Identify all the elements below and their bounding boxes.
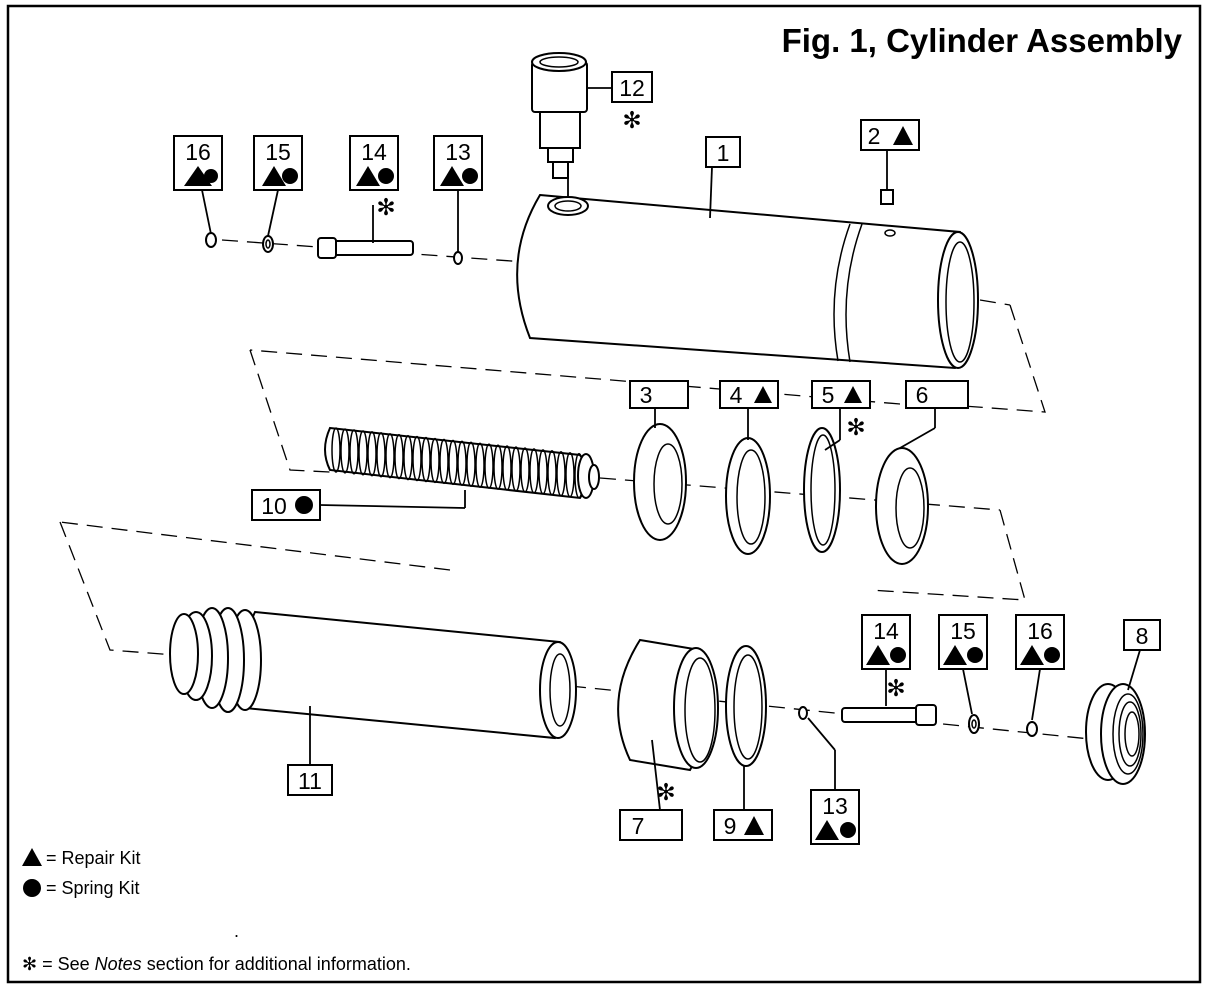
svg-text:4: 4 — [730, 382, 743, 408]
legend: = Repair Kit = Spring Kit . ✻ = See Note… — [22, 848, 411, 974]
ring-part-6 — [875, 408, 936, 565]
callout-9: 9 — [713, 809, 773, 841]
callout-1: 1 — [705, 136, 741, 219]
spring-coil — [358, 430, 368, 476]
svg-text:2: 2 — [868, 123, 881, 149]
ring-part-3 — [633, 408, 687, 541]
ring-part-5 — [803, 408, 841, 553]
spring-kit-circle-icon — [23, 879, 41, 897]
spring-coil — [385, 432, 395, 479]
spring-coil — [556, 451, 566, 497]
top-small-parts — [201, 189, 463, 265]
callout-12: 12 ✻ — [611, 71, 653, 133]
svg-text:13: 13 — [445, 139, 471, 165]
seal-part-9 — [725, 645, 767, 810]
spring-coil — [403, 434, 413, 481]
svg-text:15: 15 — [265, 139, 291, 165]
svg-text:6: 6 — [916, 382, 929, 408]
spring-coil — [466, 441, 476, 487]
spring-coil — [421, 436, 431, 483]
spring-coil — [376, 432, 386, 478]
legend-dot: . — [234, 921, 239, 941]
callout-11: 11 — [287, 764, 333, 796]
spring-coil — [502, 445, 512, 491]
end-cap-part-8 — [1085, 649, 1146, 785]
svg-text:5: 5 — [822, 382, 835, 408]
callout-7: 7 ✻ — [619, 779, 683, 841]
spring-coil — [493, 444, 503, 490]
spring-coil — [520, 447, 530, 493]
spring-coil — [475, 442, 485, 488]
fitting-part-2 — [880, 150, 894, 205]
svg-text:3: 3 — [640, 382, 653, 408]
spring-coil — [331, 427, 341, 473]
spring-coil — [430, 437, 440, 484]
callout-4: 4 — [719, 380, 779, 409]
repair-kit-triangle-icon — [22, 848, 42, 866]
spring-coil — [565, 451, 575, 498]
spring-coil — [529, 448, 539, 494]
svg-text:14: 14 — [873, 618, 899, 644]
svg-text:9: 9 — [724, 813, 737, 839]
svg-text:✻: ✻ — [656, 779, 675, 805]
svg-text:12: 12 — [619, 75, 645, 101]
callout-8: 8 — [1123, 619, 1161, 651]
legend-notes: ✻ = See Notes section for additional inf… — [22, 954, 411, 974]
spring-coil — [412, 435, 422, 482]
callout-6: 6 — [905, 380, 969, 409]
svg-text:10: 10 — [261, 493, 287, 519]
svg-text:7: 7 — [632, 813, 645, 839]
svg-text:16: 16 — [185, 139, 211, 165]
port-fitting-part-12 — [531, 52, 612, 196]
spring-coil — [538, 449, 548, 495]
svg-text:✻: ✻ — [846, 414, 865, 440]
spring-coil — [340, 428, 350, 474]
svg-text:✻: ✻ — [886, 675, 905, 701]
svg-text:11: 11 — [298, 768, 322, 794]
svg-text:✻: ✻ — [376, 194, 395, 220]
spring-part-10 — [319, 426, 600, 509]
kit-symbols — [184, 126, 1060, 840]
svg-text:16: 16 — [1027, 618, 1053, 644]
piston-part-11 — [169, 607, 577, 765]
spring-coil — [439, 438, 449, 485]
svg-text:✻: ✻ — [622, 107, 641, 133]
svg-text:8: 8 — [1136, 623, 1149, 649]
callout-5: 5 ✻ — [811, 380, 871, 440]
spring-coil — [547, 450, 557, 496]
ring-part-4 — [725, 408, 771, 555]
sleeve-part-7 — [617, 638, 719, 811]
svg-text:15: 15 — [950, 618, 976, 644]
notes-asterisk-icon: ✻ — [22, 954, 37, 974]
figure-title: Fig. 1, Cylinder Assembly — [782, 22, 1183, 59]
spring-coil — [484, 443, 494, 489]
callout-2: 2 — [860, 119, 920, 151]
spring-coil — [448, 439, 458, 486]
svg-text:1: 1 — [717, 140, 730, 166]
spring-coil — [349, 429, 359, 475]
svg-text:13: 13 — [822, 793, 848, 819]
spring-coil — [457, 440, 467, 487]
svg-text:14: 14 — [361, 139, 387, 165]
spring-coil — [367, 431, 377, 477]
figure-border — [6, 4, 1202, 984]
callout-3: 3 — [629, 380, 689, 409]
legend-repair-kit: = Repair Kit — [46, 848, 141, 868]
bottom-small-parts — [798, 668, 1041, 790]
spring-coil — [511, 446, 521, 492]
cylinder-body — [516, 193, 979, 370]
spring-coil — [394, 433, 404, 480]
legend-spring-kit: = Spring Kit — [46, 878, 140, 898]
